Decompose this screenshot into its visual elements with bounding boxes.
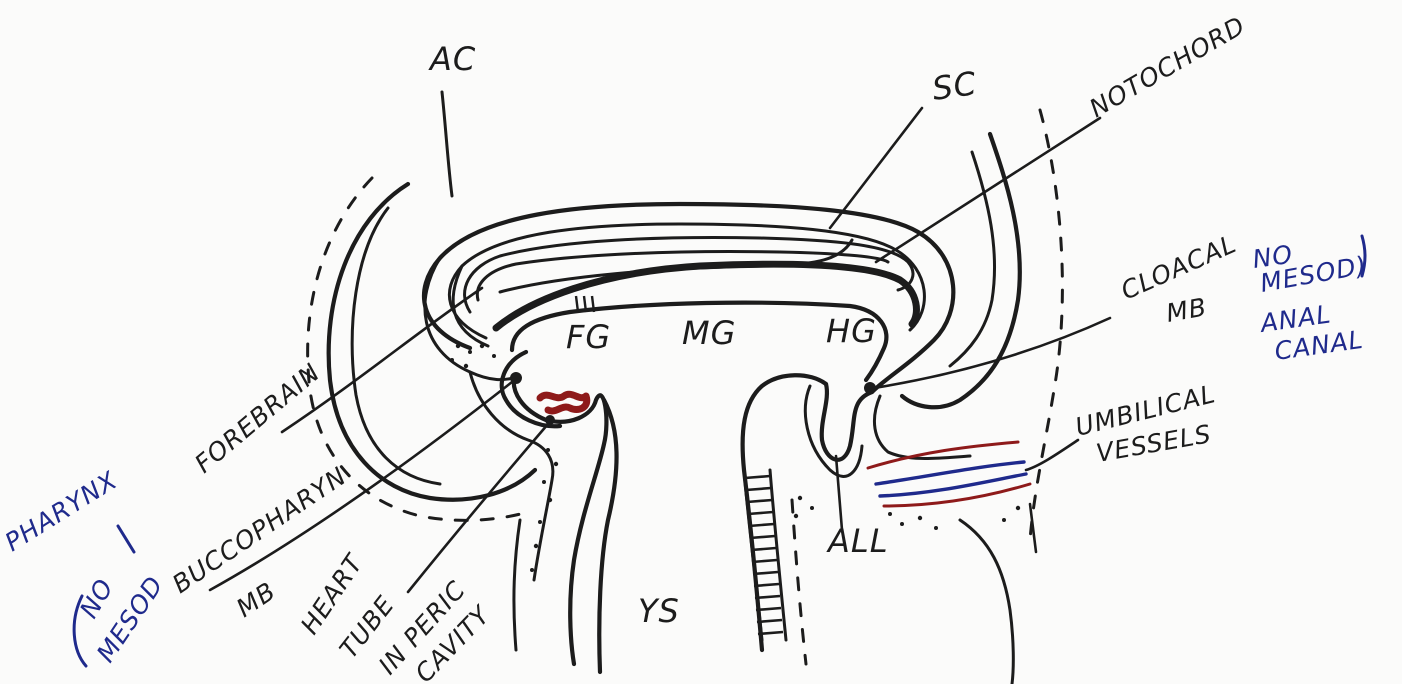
- umbilical-leader: [1026, 440, 1078, 470]
- vitelline-ladder-outer: [744, 470, 762, 640]
- label-mg: MG: [682, 314, 736, 352]
- ac-leader: [442, 92, 452, 196]
- umbilical-vein-2: [880, 474, 1026, 496]
- label-sc: SC: [930, 64, 980, 108]
- label-all: ALL: [826, 522, 889, 560]
- label-cloacal-line2: MB: [1164, 292, 1209, 328]
- label-fg: FG: [566, 318, 611, 356]
- tail-fold-inner: [950, 152, 995, 366]
- heart-leader: [408, 424, 548, 592]
- label-buccopharyngeal-line2: MB: [231, 576, 281, 623]
- umbilical-vein-1: [876, 462, 1024, 484]
- label-ys: YS: [638, 592, 680, 630]
- stalk-dashed-lower: [792, 500, 806, 664]
- pharynx-wall-outer: [502, 352, 560, 426]
- notochord-leader: [876, 118, 1100, 262]
- pericardial-wall: [470, 372, 553, 580]
- stalk-lower: [960, 520, 1013, 684]
- label-forebrain: FOREBRAIN: [189, 357, 326, 478]
- label-notochord: NOTOCHORD: [1085, 11, 1251, 124]
- tail-fold-outer: [902, 134, 1020, 407]
- label-cloacal-line1: CLOACAL: [1117, 229, 1241, 305]
- label-ac: AC: [428, 40, 476, 78]
- amnion-outer-left: [329, 184, 535, 500]
- note-pharynx-1: NO: [74, 574, 119, 623]
- hindgut-wall: [822, 384, 872, 460]
- vitelline-ladder-inner: [770, 470, 786, 640]
- all-leader: [836, 456, 842, 530]
- pharynx-bracket: [118, 526, 134, 552]
- heart-tube: [540, 394, 587, 411]
- ectoderm-outer: [424, 204, 953, 392]
- label-hg: HG: [826, 312, 877, 350]
- amnion-inner-left: [352, 208, 440, 484]
- label-pharynx: PHARYNX: [0, 465, 122, 557]
- yolk-sac-stalk-left: [599, 400, 616, 672]
- heart-dot: [545, 415, 555, 425]
- chorion-dashed-right: [1030, 110, 1062, 540]
- cloacal-leader: [874, 318, 1110, 388]
- sc-leader: [830, 108, 922, 228]
- yolk-sac-wall-left: [514, 520, 520, 650]
